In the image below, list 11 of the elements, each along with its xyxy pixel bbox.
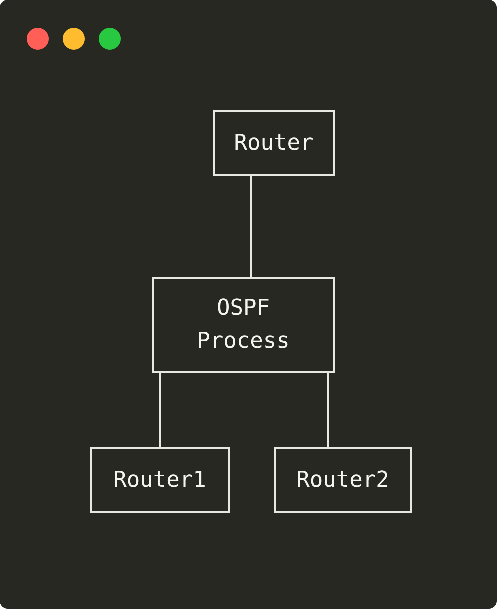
connector-line xyxy=(250,176,252,277)
ascii-box xyxy=(274,447,412,513)
node-label: Router xyxy=(234,130,314,158)
node-label: Router2 xyxy=(296,466,390,494)
connector-line xyxy=(327,373,329,447)
ascii-box xyxy=(152,277,335,373)
node-label: OSPF Process xyxy=(196,295,291,356)
ascii-box xyxy=(90,447,230,513)
ascii-box xyxy=(213,110,335,176)
node-label: Router1 xyxy=(114,466,206,494)
connector-line xyxy=(159,373,161,447)
